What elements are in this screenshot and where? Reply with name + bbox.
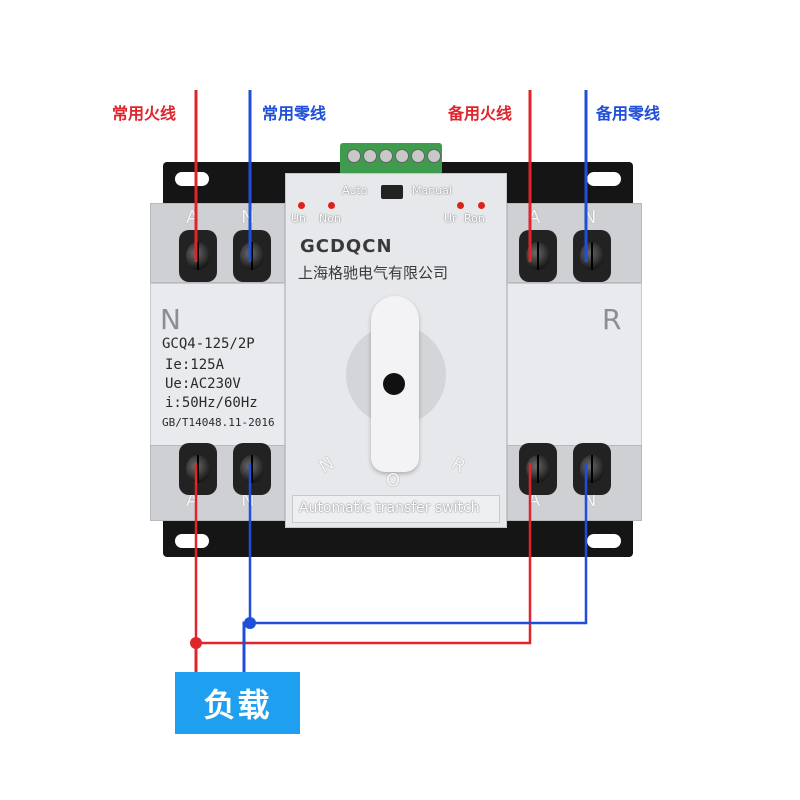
handle-lock-hole [383,373,405,395]
brand-name: GCDQCN [300,236,393,257]
terminal-screw [233,230,271,282]
product-label-strip: Automatic transfer switch [292,495,500,523]
led-ron-label: Ron [464,212,485,225]
led-non-label: Non [319,212,341,225]
control-terminal-connector [340,143,442,175]
side-n-label: N [160,303,181,336]
manual-label: Manual [412,184,452,197]
mount-slot [175,172,209,186]
mount-slot [587,534,621,548]
side-r-label: R [602,303,622,336]
company-name: 上海格驰电气有限公司 [298,264,449,282]
neutral-output-loop [248,463,588,625]
auto-label: Auto [342,184,368,197]
led-un-indicator [298,202,305,209]
spec-voltage: Ue:AC230V [165,376,241,392]
terminal-screw [573,230,611,282]
main-neutral-label: 常用零线 [262,104,327,123]
spec-model: GCQ4-125/2P [162,336,255,352]
mount-slot [587,172,621,186]
backup-blank-panel [507,283,642,448]
backup-neutral-label: 备用零线 [596,104,661,123]
spec-frequency: i:50Hz/60Hz [165,395,258,411]
led-ron-indicator [478,202,485,209]
main-spec-panel [150,283,285,448]
led-ur-label: Ur [444,212,457,225]
auto-manual-toggle[interactable] [381,185,403,199]
position-o-label: O [386,470,401,491]
spec-current: Ie:125A [165,357,225,373]
backup-live-label: 备用火线 [448,104,513,123]
terminal-screw [233,443,271,495]
terminal-screw [573,443,611,495]
spec-standard: GB/T14048.11-2016 [162,416,275,429]
live-junction-dot [190,637,202,649]
terminal-screw [179,230,217,282]
led-ur-indicator [457,202,464,209]
led-un-label: Un [291,212,307,225]
terminal-screw [179,443,217,495]
load-box: 负载 [175,672,300,734]
live-output-loop [194,463,532,645]
product-label-text: Automatic transfer switch [299,500,480,516]
neutral-to-load-wire [242,621,250,672]
led-non-indicator [328,202,335,209]
neutral-junction-dot [244,617,256,629]
main-live-label: 常用火线 [112,104,177,123]
mount-slot [175,534,209,548]
